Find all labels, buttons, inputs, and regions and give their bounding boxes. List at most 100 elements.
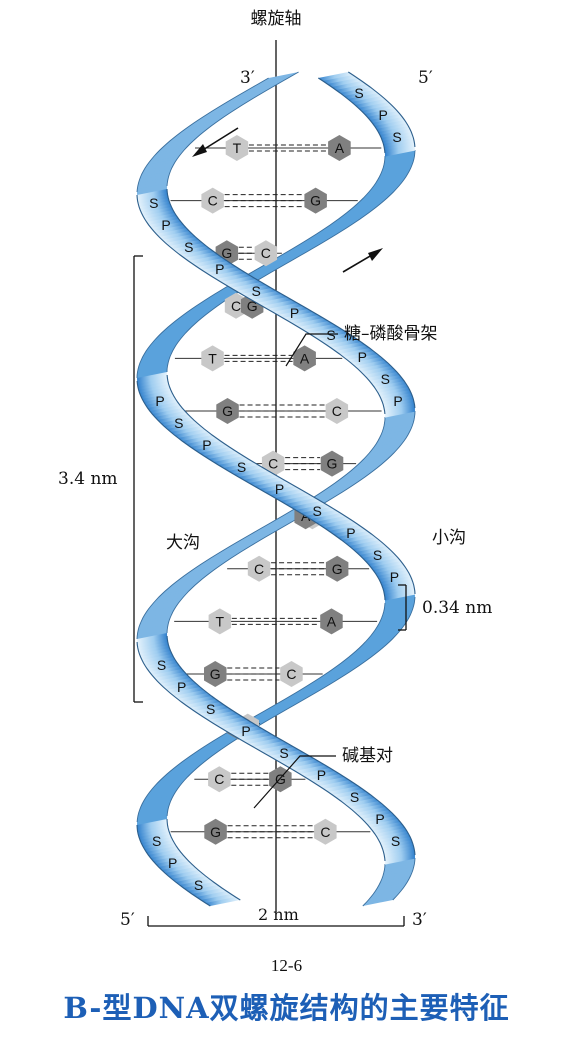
strand-two-segment <box>353 459 388 469</box>
strand-one-segment <box>259 483 296 493</box>
strand-one-segment <box>384 141 415 151</box>
strand-two-segment <box>314 777 351 787</box>
strand-two-segment <box>258 744 295 754</box>
strand-two-segment <box>366 447 400 457</box>
strand-one-segment <box>327 78 363 88</box>
strand-two-segment <box>212 717 249 727</box>
strand-one-segment <box>142 393 175 403</box>
strand-two-backbone-letter: P <box>177 679 186 695</box>
strand-one-segment <box>157 327 192 337</box>
strand-one-segment <box>341 207 377 217</box>
strand-one-segment <box>151 780 185 790</box>
strand-one-segment <box>139 801 171 811</box>
strand-two-segment <box>384 411 415 421</box>
strand-one-segment <box>200 894 237 904</box>
base-pair-label: 碱基对 <box>342 746 393 766</box>
strand-two-segment <box>236 285 273 295</box>
strand-one-segment <box>337 531 373 541</box>
strand-two-segment <box>194 705 230 715</box>
strand-two-segment <box>141 654 174 664</box>
strand-one-segment <box>365 555 399 565</box>
strand-two-segment <box>137 642 169 652</box>
strand-one-segment <box>178 309 214 319</box>
base-left-hexagon <box>216 398 239 424</box>
strand-two-segment <box>329 477 365 487</box>
strand-two-segment <box>157 675 191 685</box>
strand-one-backbone-letter: S <box>313 503 322 519</box>
strand-two-segment <box>246 291 283 301</box>
strand-one-segment <box>148 849 182 859</box>
strand-two-segment <box>378 834 411 844</box>
strand-two-segment <box>284 759 321 769</box>
strand-one-segment <box>290 240 328 250</box>
strand-two-segment <box>211 270 247 280</box>
strand-one-segment <box>137 819 168 829</box>
strand-one-segment <box>190 300 227 310</box>
strand-one-segment <box>384 597 415 607</box>
strand-two-segment <box>162 138 197 148</box>
strand-one-segment <box>358 639 393 649</box>
strand-one-segment <box>137 378 169 388</box>
strand-one-segment <box>182 435 218 445</box>
strand-two-segment <box>192 258 229 268</box>
strand-two-segment <box>161 585 196 595</box>
base-left-letter: C <box>208 193 218 209</box>
strand-two-segment <box>320 483 357 493</box>
strand-one-segment <box>345 204 381 214</box>
base-left-hexagon <box>208 608 232 635</box>
strand-one-segment <box>182 306 218 316</box>
strand-two-backbone-letter: S <box>279 745 288 761</box>
strand-one-segment <box>361 105 396 115</box>
strand-one-segment <box>164 867 200 877</box>
base-right-letter: G <box>310 193 321 209</box>
strand-one-segment <box>344 90 379 100</box>
strand-one-segment <box>137 816 168 826</box>
strand-one-backbone-letter: S <box>354 85 363 101</box>
strand-two-segment <box>251 294 288 304</box>
strand-two-segment <box>207 714 244 724</box>
strand-two-segment <box>384 855 415 865</box>
strand-one-segment <box>174 312 210 322</box>
strand-two-segment <box>383 399 415 409</box>
strand-one-segment <box>163 420 198 430</box>
strand-two-segment <box>355 807 390 817</box>
strand-one-segment <box>228 465 265 475</box>
base-left-letter: T <box>208 350 217 366</box>
base-left-letter: G <box>210 824 221 840</box>
strand-one-segment <box>295 504 332 514</box>
strand-two-segment <box>361 366 395 376</box>
strand-two-segment <box>137 636 168 646</box>
strand-two-segment <box>236 87 273 97</box>
strand-two-backbone-letter: S <box>391 833 400 849</box>
strand-one-edge-back <box>166 149 416 817</box>
strand-two-segment <box>139 171 171 181</box>
strand-one-segment <box>137 381 169 391</box>
strand-two-segment <box>384 402 415 412</box>
strand-two-segment <box>237 732 274 742</box>
base-left-letter: G <box>221 245 232 261</box>
strand-one-segment <box>159 771 194 781</box>
strand-one-backbone-letter: P <box>168 855 177 871</box>
strand-one-segment <box>359 192 394 202</box>
strand-two-segment <box>368 444 402 454</box>
strand-two-segment <box>326 339 362 349</box>
strand-two-segment <box>156 144 190 154</box>
strand-two-segment <box>380 873 412 883</box>
strand-two-segment <box>206 105 243 115</box>
strand-one-segment <box>145 789 178 799</box>
strand-two-segment <box>137 177 169 187</box>
strand-two-backbone-letter: P <box>358 349 367 365</box>
base-left-letter: C <box>214 771 224 787</box>
strand-one-segment <box>383 138 415 148</box>
strand-two-segment <box>201 264 238 274</box>
strand-one-segment <box>368 558 402 568</box>
strand-one-segment <box>149 405 183 415</box>
strand-two-segment <box>384 405 415 415</box>
strand-one-segment <box>259 258 297 268</box>
strand-two-segment <box>344 798 380 808</box>
base-right-hexagon <box>325 398 349 424</box>
base-right-letter: C <box>286 666 296 682</box>
strand-one-segment <box>139 354 172 364</box>
strand-two-segment <box>381 423 414 433</box>
strand-one-segment <box>138 828 170 838</box>
